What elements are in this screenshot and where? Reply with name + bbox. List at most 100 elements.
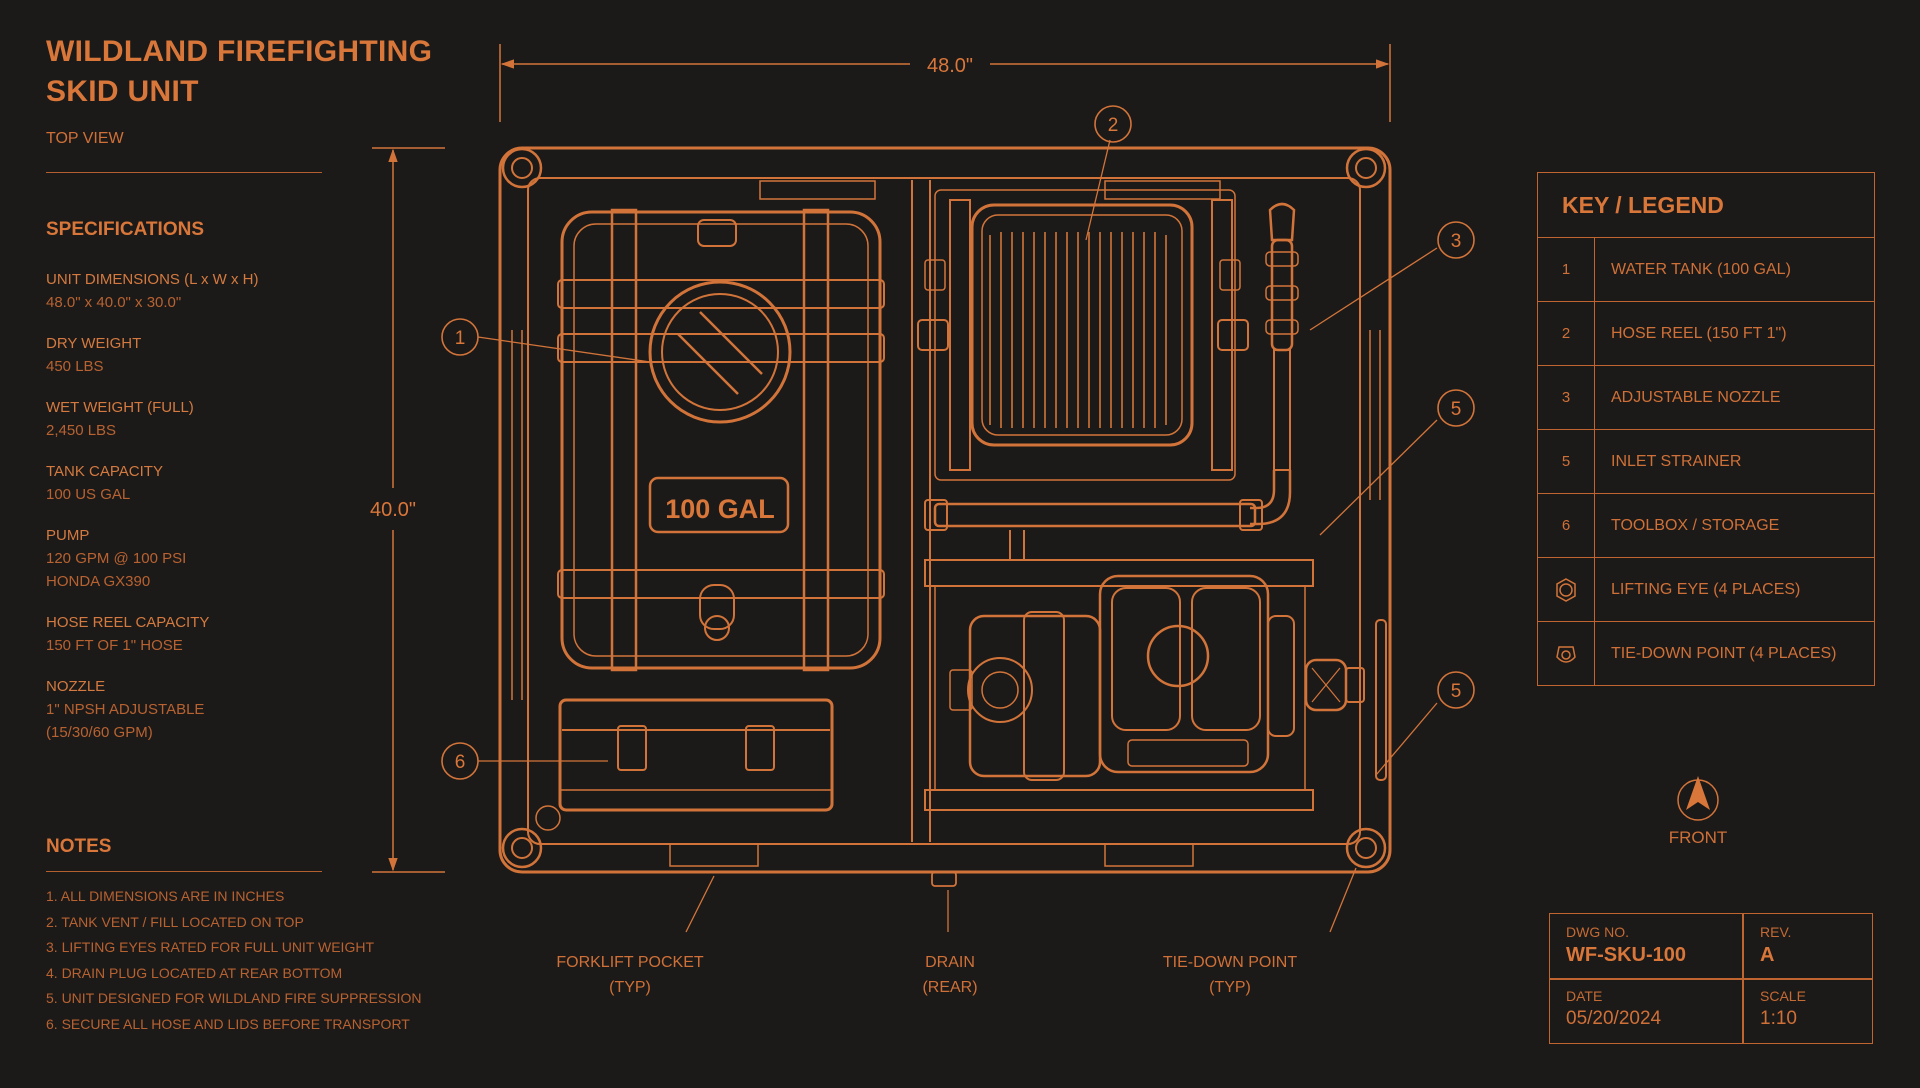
forklift-pocket-label: FORKLIFT POCKET (TYP)	[556, 954, 704, 996]
spec-label: NOZZLE	[46, 678, 106, 695]
legend-row: TIE-DOWN POINT (4 PLACES)	[1538, 622, 1874, 685]
legend-number: 3	[1538, 366, 1595, 429]
spec-label: PUMP	[46, 527, 90, 544]
legend-heading: KEY / LEGEND	[1538, 173, 1874, 238]
callout-3	[1437, 221, 1475, 259]
drain-stub	[931, 871, 957, 887]
legend-row: 5 INLET STRAINER	[1538, 430, 1874, 494]
legend-text: WATER TANK (100 GAL)	[1611, 260, 1791, 278]
lifting-eye-icon	[1538, 558, 1595, 621]
skid-frame	[498, 146, 1392, 874]
legend-text: INLET STRAINER	[1611, 452, 1742, 470]
pump-engine	[924, 559, 1387, 811]
drawing-title: WILDLAND FIREFIGHTING SKID UNIT	[46, 35, 433, 108]
note-item: 5. UNIT DESIGNED FOR WILDLAND FIRE SUPPR…	[46, 990, 422, 1007]
spec-value: 1" NPSH ADJUSTABLE	[46, 701, 205, 718]
spec-label: HOSE REEL CAPACITY	[46, 614, 210, 631]
notes-heading: NOTES	[46, 836, 112, 857]
legend-text: TIE-DOWN POINT (4 PLACES)	[1611, 644, 1837, 662]
north-arrow-icon	[1677, 776, 1719, 821]
callout-3-number: 3	[1451, 231, 1462, 252]
lifting-eye-icon	[501, 147, 1387, 869]
spec-label: WET WEIGHT (FULL)	[46, 399, 194, 416]
legend-row: 3 ADJUSTABLE NOZZLE	[1538, 366, 1874, 430]
legend-text: TOOLBOX / STORAGE	[1611, 516, 1780, 534]
legend-row: 6 TOOLBOX / STORAGE	[1538, 494, 1874, 558]
callout-6-number: 6	[455, 752, 466, 773]
spec-value: 2,450 LBS	[46, 422, 117, 439]
legend-row: LIFTING EYE (4 PLACES)	[1538, 558, 1874, 622]
toolbox	[558, 698, 834, 812]
note-item: 4. DRAIN PLUG LOCATED AT REAR BOTTOM	[46, 964, 343, 981]
callout-5b-number: 5	[1451, 681, 1462, 702]
depth-dimension-line	[372, 147, 445, 873]
legend-number: 5	[1538, 430, 1595, 493]
spec-item: NOZZLE 1" NPSH ADJUSTABLE (15/30/60 GPM)	[46, 675, 376, 744]
specifications-list: UNIT DIMENSIONS (L x W x H) 48.0" x 40.0"…	[46, 268, 376, 762]
width-dimension-line	[499, 44, 1391, 122]
front-label: FRONT	[1668, 828, 1728, 847]
tank-capacity-label: 100 GAL	[665, 494, 775, 524]
spec-value: 100 US GAL	[46, 486, 131, 503]
spec-item: PUMP 120 GPM @ 100 PSI HONDA GX390	[46, 524, 376, 593]
depth-dimension-label: 40.0"	[370, 499, 416, 521]
water-tank	[557, 208, 885, 672]
spec-item: DRY WEIGHT 450 LBS	[46, 332, 376, 378]
callout-5-inlet	[1437, 389, 1475, 427]
callout-2	[1094, 105, 1132, 143]
legend-rows: 1 WATER TANK (100 GAL) 2 HOSE REEL (150 FT …	[1538, 238, 1874, 685]
legend-text: ADJUSTABLE NOZZLE	[1611, 388, 1781, 406]
specifications-heading: SPECIFICATIONS	[46, 219, 204, 240]
callout-1-number: 1	[455, 328, 466, 349]
note-item: 1. ALL DIMENSIONS ARE IN INCHES	[46, 888, 285, 904]
callout-leaders	[477, 139, 1438, 933]
legend-number: 6	[1538, 494, 1595, 557]
spec-value: (15/30/60 GPM)	[46, 724, 153, 741]
spec-value: 48.0" x 40.0" x 30.0"	[46, 294, 182, 311]
legend-number: 1	[1538, 238, 1595, 301]
legend-number: 2	[1538, 302, 1595, 365]
note-item: 3. LIFTING EYES RATED FOR FULL UNIT WEIG…	[46, 939, 375, 956]
key-legend: KEY / LEGEND 1 WATER TANK (100 GAL) 2 HOSE …	[1537, 172, 1875, 686]
callout-5-strainer	[1437, 671, 1475, 709]
title-block: DWG NO. WF-SKU-100 REV. A DATE 05/20/202…	[1549, 913, 1873, 1044]
adjustable-nozzle	[1250, 202, 1299, 526]
callout-6	[441, 742, 479, 780]
hose-reel	[917, 189, 1249, 481]
callout-1	[441, 318, 479, 356]
spec-label: DRY WEIGHT	[46, 335, 142, 352]
spec-value: 150 FT OF 1" HOSE	[46, 637, 183, 654]
notes-divider	[46, 871, 322, 872]
callout-5a-number: 5	[1451, 399, 1462, 420]
legend-row: 1 WATER TANK (100 GAL)	[1538, 238, 1874, 302]
drain-label: DRAIN (REAR)	[922, 954, 978, 996]
title-block-hdivider	[1550, 978, 1872, 980]
spec-label: UNIT DIMENSIONS (L x W x H)	[46, 271, 259, 288]
spec-label: TANK CAPACITY	[46, 463, 163, 480]
revision-cell: REV. A	[1760, 924, 1792, 966]
spec-item: HOSE REEL CAPACITY 150 FT OF 1" HOSE	[46, 611, 376, 657]
legend-row: 2 HOSE REEL (150 FT 1")	[1538, 302, 1874, 366]
spec-value: 120 GPM @ 100 PSI	[46, 550, 187, 567]
callout-2-number: 2	[1108, 115, 1119, 136]
title-divider	[46, 172, 322, 173]
spec-value: HONDA GX390	[46, 573, 151, 590]
width-dimension-label: 48.0"	[927, 55, 973, 77]
spec-value: 450 LBS	[46, 358, 104, 375]
spec-item: WET WEIGHT (FULL) 2,450 LBS	[46, 396, 376, 442]
dwg-number-cell: DWG NO. WF-SKU-100	[1566, 924, 1687, 966]
inlet-pipe	[924, 499, 1263, 560]
scale-cell: SCALE 1:10	[1760, 988, 1806, 1029]
legend-text: HOSE REEL (150 FT 1")	[1611, 324, 1787, 342]
spec-item: TANK CAPACITY 100 US GAL	[46, 460, 376, 506]
note-item: 6. SECURE ALL HOSE AND LIDS BEFORE TRANS…	[46, 1015, 410, 1032]
legend-text: LIFTING EYE (4 PLACES)	[1611, 580, 1801, 598]
note-item: 2. TANK VENT / FILL LOCATED ON TOP	[46, 913, 304, 930]
date-cell: DATE 05/20/2024	[1566, 988, 1662, 1029]
spec-item: UNIT DIMENSIONS (L x W x H) 48.0" x 40.0"…	[46, 268, 376, 314]
tie-down-icon	[1538, 622, 1595, 685]
notes-list: 1. ALL DIMENSIONS ARE IN INCHES 2. TANK V…	[46, 884, 421, 1038]
tie-down-point-label: TIE-DOWN POINT (TYP)	[1162, 954, 1298, 996]
view-label: TOP VIEW	[46, 130, 124, 147]
